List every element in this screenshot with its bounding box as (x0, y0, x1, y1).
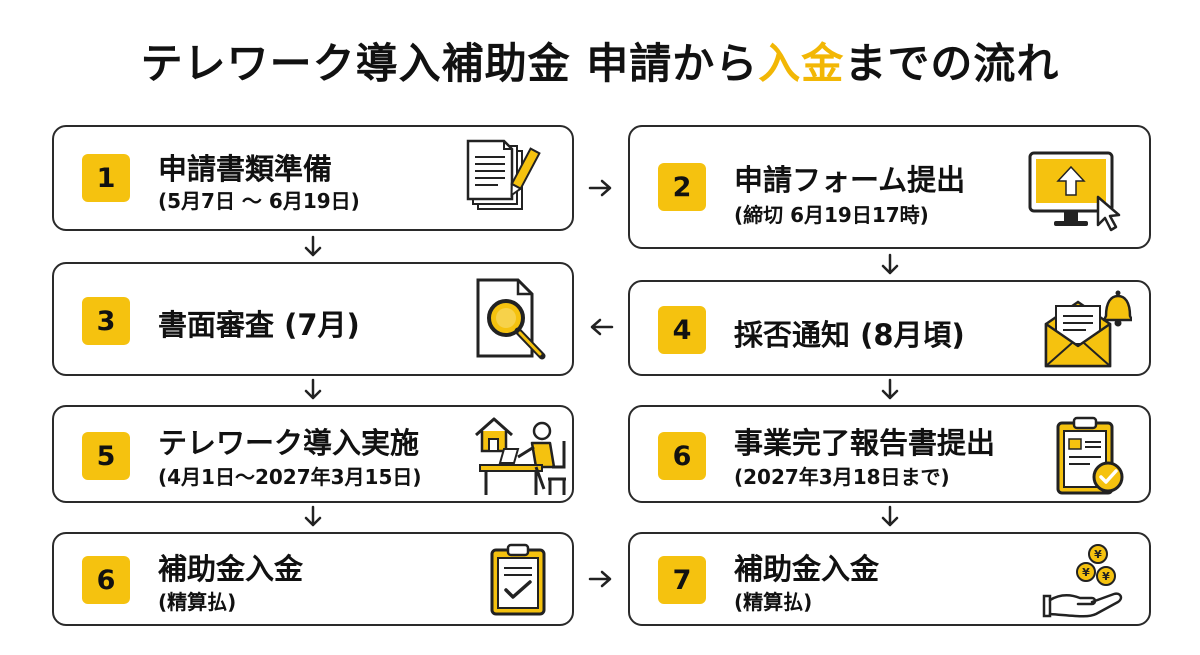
svg-text:¥: ¥ (1094, 548, 1102, 561)
step-label: 申請書類準備 (158, 152, 333, 186)
step-label: 書面審査 (7月) (158, 308, 360, 342)
envelope-bell-icon (1044, 290, 1132, 368)
clipboard-check-icon (1056, 416, 1124, 495)
step-number: 6 (82, 556, 130, 604)
step-card-2: 2 申請フォーム提出 (締切 6月19日17時) (628, 125, 1151, 249)
step-card-6-payment: 6 補助金入金 (精算払) (52, 532, 574, 626)
svg-text:¥: ¥ (1102, 570, 1110, 583)
step-card-1: 1 申請書類準備 (5月7日 ～ 6月19日) (52, 125, 574, 231)
step-number: 5 (82, 432, 130, 480)
arrow-4-to-3 (590, 318, 614, 336)
arrow-6-to-7-right (588, 570, 612, 588)
document-magnifier-icon (476, 278, 546, 360)
step-sub: (5月7日 ～ 6月19日) (158, 189, 360, 213)
title-highlight: 入金 (758, 39, 845, 88)
clipboard-checklist-icon (490, 543, 546, 616)
arrow-1-to-2 (588, 179, 612, 197)
step-label: 事業完了報告書提出 (734, 426, 996, 460)
step-label: テレワーク導入実施 (158, 426, 420, 460)
step-label: 補助金入金 (734, 552, 880, 586)
monitor-upload-icon (1028, 151, 1121, 232)
home-office-icon (475, 417, 566, 495)
arrow-4-to-6 (881, 378, 899, 400)
step-number: 3 (82, 297, 130, 345)
arrow-2-to-4 (881, 253, 899, 275)
step-number: 1 (82, 154, 130, 202)
arrow-6-to-7 (881, 505, 899, 527)
hand-coins-icon: ¥ ¥ ¥ (1042, 544, 1123, 618)
step-label: 補助金入金 (158, 552, 304, 586)
step-card-3: 3 書面審査 (7月) (52, 262, 574, 376)
arrow-3-to-5 (304, 378, 322, 400)
arrow-5-to-6 (304, 505, 322, 527)
step-sub: (締切 6月19日17時) (734, 203, 929, 227)
step-number: 6 (658, 432, 706, 480)
step-card-5: 5 テレワーク導入実施 (4月1日～2027年3月15日) (52, 405, 574, 503)
step-card-4: 4 採否通知 (8月頃) (628, 280, 1151, 376)
step-sub: (2027年3月18日まで) (734, 465, 950, 489)
step-label: 申請フォーム提出 (734, 163, 966, 197)
step-number: 2 (658, 163, 706, 211)
step-sub: (精算払) (158, 590, 237, 614)
title-suffix: までの流れ (844, 39, 1060, 88)
step-sub: (精算払) (734, 590, 813, 614)
step-card-6-report: 6 事業完了報告書提出 (2027年3月18日まで) (628, 405, 1151, 503)
title-prefix: テレワーク導入補助金 申請から (140, 39, 759, 88)
step-number: 7 (658, 556, 706, 604)
page-title: テレワーク導入補助金 申請から入金までの流れ (0, 30, 1200, 91)
documents-pen-icon (466, 139, 541, 210)
arrow-1-down (304, 235, 322, 257)
svg-text:¥: ¥ (1082, 566, 1090, 579)
step-number: 4 (658, 306, 706, 354)
step-card-7: 7 補助金入金 (精算払) ¥ ¥ ¥ (628, 532, 1151, 626)
step-sub: (4月1日～2027年3月15日) (158, 465, 422, 489)
step-label: 採否通知 (8月頃) (734, 318, 965, 352)
